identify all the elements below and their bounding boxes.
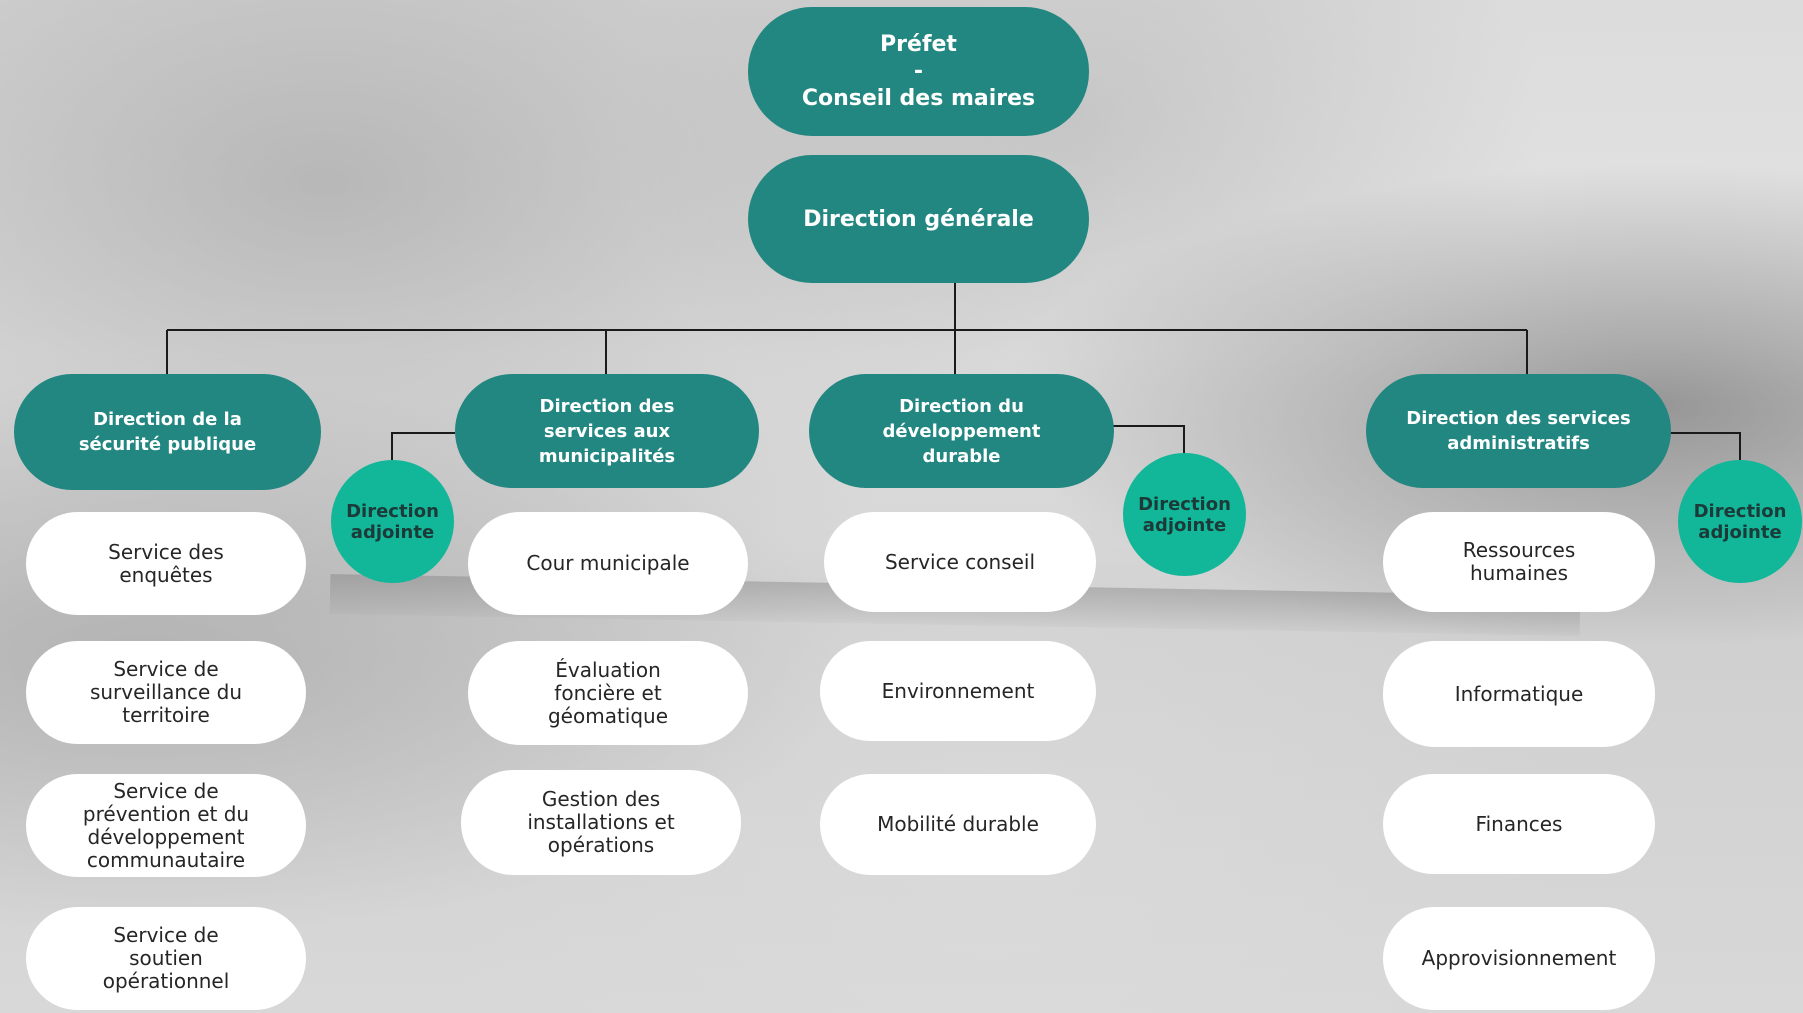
direction-developpement-durable-box: Direction du développement durable (809, 374, 1114, 488)
direction-services-administratifs-box: Direction des services administratifs (1366, 374, 1671, 488)
service-box: Informatique (1383, 641, 1655, 747)
service-box: Mobilité durable (820, 774, 1096, 875)
service-box: Cour municipale (468, 512, 748, 615)
direction-generale-box: Direction générale (748, 155, 1089, 283)
connector-adjointe-2 (391, 432, 455, 460)
service-box: Service de soutien opérationnel (26, 907, 306, 1010)
service-box: Service de prévention et du développemen… (26, 774, 306, 877)
service-box: Gestion des installations et opérations (461, 770, 741, 875)
service-box: Environnement (820, 641, 1096, 741)
direction-adjointe-municipalites-circle: Direction adjointe (331, 460, 454, 583)
direction-securite-publique-box: Direction de la sécurité publique (14, 374, 321, 490)
service-box: Service de surveillance du territoire (26, 641, 306, 744)
connector-adjointe-3 (1112, 425, 1185, 453)
prefet-conseil-des-maires-box: Préfet - Conseil des maires (748, 7, 1089, 136)
service-box: Approvisionnement (1383, 907, 1655, 1010)
direction-services-municipalites-box: Direction des services aux municipalités (455, 374, 759, 488)
service-box: Service des enquêtes (26, 512, 306, 615)
connector-adjointe-4 (1668, 432, 1741, 460)
direction-adjointe-administratifs-circle: Direction adjointe (1678, 460, 1802, 583)
service-box: Ressources humaines (1383, 512, 1655, 612)
service-box: Finances (1383, 774, 1655, 874)
service-box: Évaluation foncière et géomatique (468, 641, 748, 745)
service-box: Service conseil (824, 512, 1096, 612)
direction-adjointe-developpement-circle: Direction adjointe (1123, 453, 1246, 576)
